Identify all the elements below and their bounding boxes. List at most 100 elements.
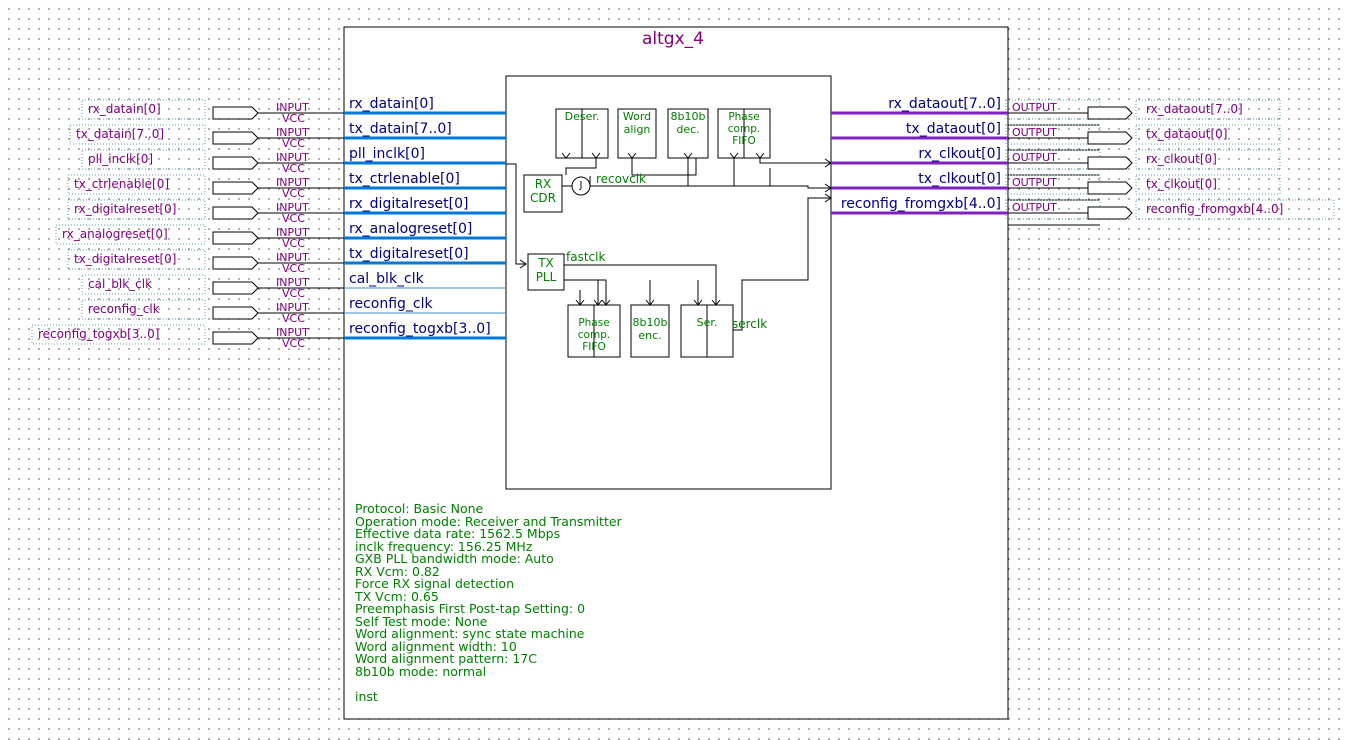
phase-tx-label: Phase comp. FIFO — [577, 317, 611, 354]
parameter-line-3: inclk frequency: 156.25 MHz — [355, 538, 533, 554]
input-pin-name: rx_digitalreset[0] — [74, 202, 177, 216]
output-pin-type: OUTPUT — [1012, 151, 1057, 164]
word-align-block — [617, 108, 657, 159]
input-pin-name: cal_blk_clk — [88, 277, 153, 291]
output-pin-2[interactable] — [1005, 149, 1281, 176]
input-pin-default: VCC — [282, 312, 305, 325]
input-port-1: tx_datain[7..0] — [349, 121, 452, 137]
tx-blocks — [527, 193, 832, 358]
input-pin-symbol — [212, 156, 259, 170]
input-pin-0[interactable] — [81, 99, 344, 120]
output-pin-box — [1135, 149, 1281, 170]
output-pin-symbol — [1087, 131, 1133, 145]
input-pin-8[interactable] — [81, 299, 344, 320]
output-pin-name: rx_dataout[7..0] — [1146, 102, 1243, 116]
input-port-3: tx_ctrlenable[0] — [349, 171, 460, 187]
input-pin-3[interactable] — [67, 174, 344, 195]
phase-rx-label: Phase comp. FIFO — [727, 111, 761, 148]
output-pin-box — [1135, 124, 1281, 145]
output-pin-type-box — [1005, 124, 1101, 145]
output-pin-box — [1135, 99, 1281, 120]
output-pin-type: OUTPUT — [1012, 176, 1057, 189]
output-pin-type-box — [1005, 99, 1101, 120]
input-pin-box — [81, 99, 206, 120]
input-pin-5[interactable] — [55, 224, 344, 245]
input-pin-symbol — [212, 181, 259, 195]
input-pin-name: pll_inclk[0] — [88, 152, 154, 166]
output-pin-box — [1135, 199, 1335, 220]
input-pin-9[interactable] — [31, 324, 344, 345]
dec-label: 8b10b dec. — [670, 110, 706, 136]
input-port-9: reconfig_togxb[3..0] — [349, 321, 491, 337]
parameter-line-11: Word alignment width: 10 — [355, 638, 517, 654]
output-port-3: tx_clkout[0] — [918, 171, 1001, 187]
input-pin-name: tx_ctrlenable[0] — [74, 177, 170, 191]
output-pin-0[interactable] — [1005, 99, 1281, 126]
input-pin-name: tx_digitalreset[0] — [74, 252, 177, 266]
input-pin-type: INPUT — [276, 276, 309, 289]
input-pin-default: VCC — [282, 137, 305, 150]
output-pin-symbol — [1087, 156, 1133, 170]
rx-cdr-block — [523, 174, 563, 213]
input-pin-symbol — [212, 256, 259, 270]
input-pin-symbol — [212, 306, 259, 320]
rx-blocks — [506, 108, 832, 269]
parameter-line-2: Effective data rate: 1562.5 Mbps — [355, 526, 561, 541]
tx-pll-label: TX PLL — [535, 256, 557, 284]
input-pin-box — [81, 274, 206, 295]
output-pin-4[interactable] — [1005, 199, 1335, 226]
tx-pll-block — [527, 253, 565, 291]
output-pin-type: OUTPUT — [1012, 201, 1057, 214]
input-pin-default: VCC — [282, 262, 305, 275]
input-pin-box — [81, 149, 206, 170]
parameter-line-0: Protocol: Basic None — [355, 501, 484, 516]
recovclk-label: recovclk — [596, 172, 646, 186]
input-pin-type: INPUT — [276, 301, 309, 314]
input-port-2: pll_inclk[0] — [349, 146, 425, 162]
input-port-4: rx_digitalreset[0] — [349, 196, 469, 212]
parameter-line-5: RX Vcm: 0.82 — [355, 563, 440, 579]
input-pin-default: VCC — [282, 237, 305, 250]
input-pin-default: VCC — [282, 212, 305, 225]
input-pin-name: reconfig_clk — [88, 302, 160, 316]
rx-cdr-label: RX CDR — [530, 177, 556, 205]
output-pin-type-box — [1005, 199, 1101, 220]
output-pin-box — [1135, 174, 1281, 195]
parameter-line-8: Preemphasis First Post-tap Setting: 0 — [355, 601, 586, 616]
input-pin-6[interactable] — [67, 249, 344, 270]
input-port-8: reconfig_clk — [349, 296, 433, 312]
input-pin-box — [69, 124, 206, 145]
instance-title: altgx_4 — [642, 29, 704, 49]
input-pin-type: INPUT — [276, 226, 309, 239]
instance-label: inst — [355, 689, 378, 704]
output-pin-symbol — [1087, 206, 1133, 220]
input-pin-1[interactable] — [69, 124, 344, 145]
parameter-line-10: Word alignment: sync state machine — [355, 626, 585, 641]
input-port-6: tx_digitalreset[0] — [349, 246, 469, 262]
input-pin-symbol — [212, 106, 259, 120]
input-pin-4[interactable] — [67, 199, 344, 220]
input-pin-type: INPUT — [276, 251, 309, 264]
input-pin-symbol — [212, 331, 259, 345]
output-pin-type: OUTPUT — [1012, 126, 1057, 139]
input-pin-name: reconfig_togxb[3..0] — [38, 327, 160, 341]
input-port-5: rx_analogreset[0] — [349, 221, 473, 237]
output-port-1: tx_dataout[0] — [905, 121, 1001, 137]
input-pin-symbol — [212, 131, 259, 145]
input-pin-2[interactable] — [81, 149, 344, 170]
input-pin-type: INPUT — [276, 326, 309, 339]
input-pin-type: INPUT — [276, 126, 309, 139]
input-pin-7[interactable] — [81, 274, 344, 295]
input-pin-type: INPUT — [276, 101, 309, 114]
input-pins-group — [31, 99, 344, 345]
parameter-line-6: Force RX signal detection — [355, 576, 514, 591]
output-pin-type-box — [1005, 149, 1101, 170]
output-port-4: reconfig_fromgxb[4..0] — [840, 196, 1001, 212]
output-pins-group — [1005, 99, 1335, 226]
output-port-0: rx_dataout[7..0] — [888, 96, 1001, 112]
ser-label: Ser. — [696, 316, 718, 329]
input-pin-box — [81, 299, 206, 320]
parameter-line-4: GXB PLL bandwidth mode: Auto — [355, 551, 554, 566]
input-port-0: rx_datain[0] — [349, 96, 434, 112]
